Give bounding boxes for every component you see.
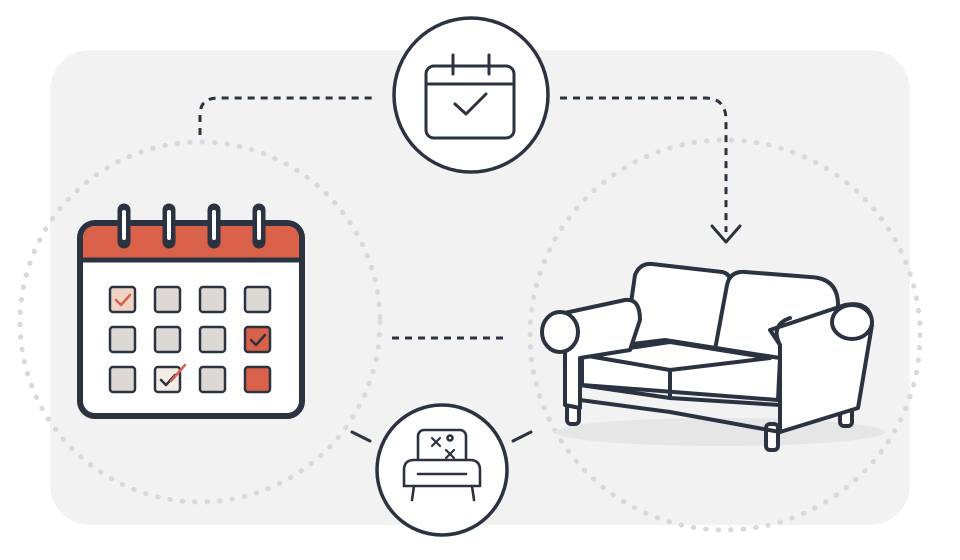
calendar-grid: [108, 285, 272, 394]
arrow-head-icon: [710, 224, 742, 244]
stain-mark: [430, 436, 442, 448]
stain-mark: [446, 434, 454, 442]
sofa-halo: [527, 137, 923, 533]
calendar-day-cell: [243, 365, 272, 394]
schedule-badge: [392, 16, 550, 174]
pen-icon: [169, 363, 187, 383]
calendar-icon: [77, 203, 305, 419]
calendar-day-cell: [198, 325, 227, 354]
calendar-day-cell: [243, 325, 272, 354]
calendar-day-cell: [198, 285, 227, 314]
calendar-header: [83, 226, 299, 258]
stained-armchair-icon: [402, 428, 482, 502]
calendar-day-cell: [198, 365, 227, 394]
connector-badge-to-sofa: [560, 96, 728, 232]
calendar-day-cell: [108, 285, 137, 314]
check-mark-icon: [114, 293, 132, 307]
calendar-check-icon: [424, 53, 516, 140]
stained-chair-badge: [375, 403, 509, 537]
calendar-day-cell: [153, 325, 182, 354]
check-mark-icon: [249, 333, 267, 347]
calendar-day-cell: [153, 285, 182, 314]
calendar-day-cell: [153, 363, 187, 394]
calendar-halo: [17, 139, 383, 505]
connector-tick-right: [511, 430, 533, 443]
calendar-day-cell: [108, 365, 137, 394]
calendar-rings-inner: [122, 210, 261, 240]
sofa-icon: [540, 261, 885, 452]
sofa-front: [578, 383, 782, 407]
calendar-day-cell: [243, 285, 272, 314]
connector-tick-left: [350, 430, 372, 443]
connectors: [198, 96, 728, 340]
calendar-day-cell: [108, 325, 137, 354]
stain-mark: [444, 448, 456, 460]
